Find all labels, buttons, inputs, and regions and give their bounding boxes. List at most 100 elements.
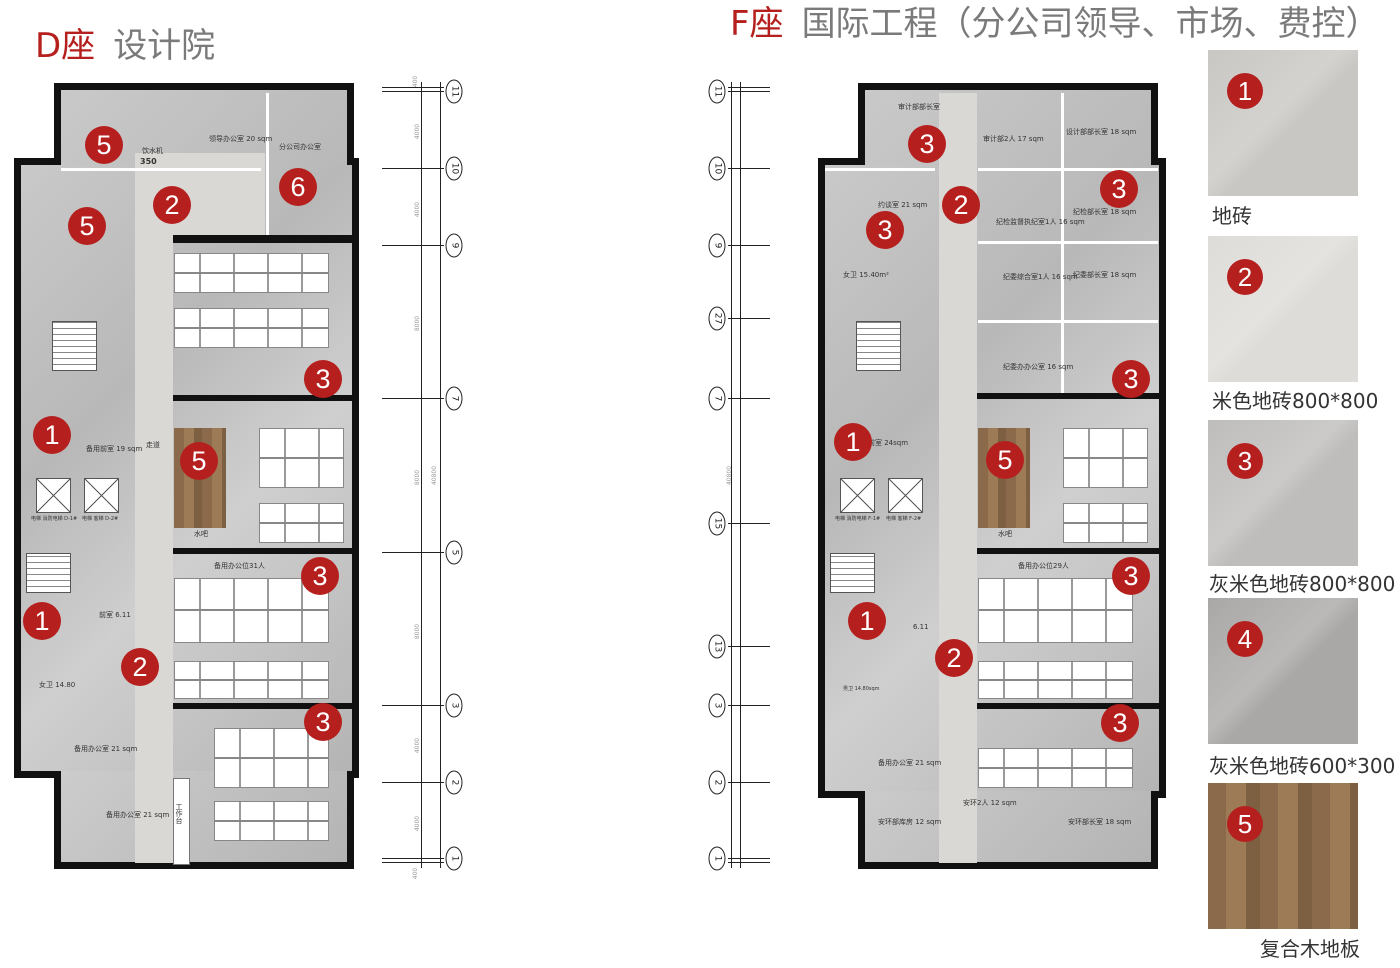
d-partition <box>61 168 261 171</box>
material-marker: 5 <box>68 207 106 245</box>
room-label: 走道 <box>146 441 160 449</box>
axis-grid-line <box>728 245 770 246</box>
axis-bubble: 3 <box>708 693 726 718</box>
axis-grid-line <box>728 858 770 859</box>
axis-bubble: 3 <box>445 693 463 718</box>
room-label: 电梯 客梯 F-2# <box>886 516 922 522</box>
d-wall <box>173 235 353 243</box>
d-wall <box>173 548 353 554</box>
axis-dimension-label: 400 <box>412 75 420 88</box>
d-block-code: D座 <box>35 26 96 66</box>
d-block-title: D座设计院 <box>35 26 215 66</box>
d-corridor <box>135 173 173 863</box>
material-marker: 2 <box>935 639 973 677</box>
axis-bubble: 9 <box>708 233 726 258</box>
room-label: 备用办公室 21 sqm <box>106 811 170 819</box>
room-label: 350 <box>140 157 157 166</box>
material-marker: 2 <box>121 648 159 686</box>
f-elevator-1 <box>840 478 875 513</box>
axis-dimension-label: 400 <box>412 867 420 880</box>
axis-grid-line <box>728 523 770 524</box>
f-partition <box>978 241 1158 244</box>
workstations <box>174 308 329 348</box>
material-marker: 1 <box>23 602 61 640</box>
material-marker: 5 <box>986 441 1024 479</box>
axis-grid-line <box>728 862 770 863</box>
room-label: 6.11 <box>913 623 929 631</box>
room-label: 约谈室 21 sqm <box>878 201 928 209</box>
workstations <box>174 253 329 293</box>
material-marker: 1 <box>848 602 886 640</box>
axis-dimension-label: 8000 <box>414 623 422 640</box>
axis-grid-line <box>728 646 770 647</box>
material-label: 灰米色地砖800*800 <box>1209 572 1396 596</box>
f-stair <box>856 321 901 371</box>
room-label: 备用办公室 21 sqm <box>74 745 138 753</box>
axis-bubble: 10 <box>708 156 726 181</box>
material-marker: 5 <box>180 442 218 480</box>
axis-bubble: 7 <box>445 386 463 411</box>
material-number-badge: 1 <box>1227 73 1263 109</box>
material-marker: 2 <box>942 186 980 224</box>
material-number-badge: 3 <box>1227 443 1263 479</box>
workstations <box>214 728 329 788</box>
room-label: 水吧 <box>194 530 208 538</box>
material-marker: 3 <box>908 125 946 163</box>
axis-dimension-label: 4000 <box>414 815 422 832</box>
axis-grid-line <box>382 91 444 92</box>
axis-dimension-label: 8000 <box>414 469 422 486</box>
room-label: 安环部库房 12 sqm <box>878 818 942 826</box>
room-label: 男卫 14.80sqm <box>843 686 880 692</box>
material-swatch-3: 3 <box>1208 420 1358 566</box>
material-marker: 3 <box>304 360 342 398</box>
axis-grid-line <box>728 782 770 783</box>
room-label: 纪委综合室1人 16 sqm <box>1003 273 1078 281</box>
axis-dimension-label: 8000 <box>414 315 422 332</box>
f-block-code: F座 <box>730 4 784 44</box>
axis-grid-line <box>728 705 770 706</box>
material-marker: 3 <box>301 557 339 595</box>
material-marker: 3 <box>1101 704 1139 742</box>
room-label: 电梯 客梯 D-2# <box>82 516 119 522</box>
room-label: 备用办公位31人 <box>214 562 265 570</box>
room-label: 设计部部长室 18 sqm <box>1066 128 1137 136</box>
workstations <box>174 578 329 643</box>
axis-dimension-line <box>421 82 422 868</box>
room-label: 电梯 消防电梯 F-1# <box>835 516 881 522</box>
f-partition <box>978 168 1158 171</box>
axis-grid-line <box>382 168 444 169</box>
room-label: 安环部长室 18 sqm <box>1068 818 1132 826</box>
axis-bubble: 13 <box>708 634 726 659</box>
axis-grid-line <box>382 705 444 706</box>
axis-grid-line <box>728 87 770 88</box>
workstations <box>259 428 344 488</box>
material-marker: 3 <box>866 211 904 249</box>
axis-dimension-line <box>731 82 732 868</box>
axis-dimension-line <box>740 82 741 868</box>
material-marker: 1 <box>834 423 872 461</box>
workstations <box>259 503 344 543</box>
room-label: 备用办公位29人 <box>1018 562 1069 570</box>
axis-bubble: 9 <box>445 233 463 258</box>
room-label: 前室 6.11 <box>99 611 131 619</box>
axis-dimension-label: 4000 <box>414 201 422 218</box>
d-partition <box>266 93 269 243</box>
material-label: 地砖 <box>1212 204 1252 228</box>
workstations <box>1063 503 1148 543</box>
material-marker: 6 <box>279 168 317 206</box>
d-wall <box>173 703 353 709</box>
f-partition <box>978 320 1158 323</box>
room-label: 前室 24sqm <box>868 439 909 447</box>
axis-dimension-label: 4000 <box>414 123 422 140</box>
f-elevator-2 <box>888 478 923 513</box>
axis-dimension-line <box>440 82 441 868</box>
d-wall <box>173 395 353 401</box>
room-label: 备用前室 19 sqm <box>86 445 143 453</box>
material-label: 复合木地板 <box>1260 937 1360 961</box>
d-elevator-2 <box>84 478 119 513</box>
material-swatch-4: 4 <box>1208 598 1358 744</box>
room-label: 工作台 <box>175 803 183 824</box>
workstations <box>214 801 329 841</box>
axis-grid-line <box>382 862 444 863</box>
axis-dimension-label: 4000 <box>414 737 422 754</box>
